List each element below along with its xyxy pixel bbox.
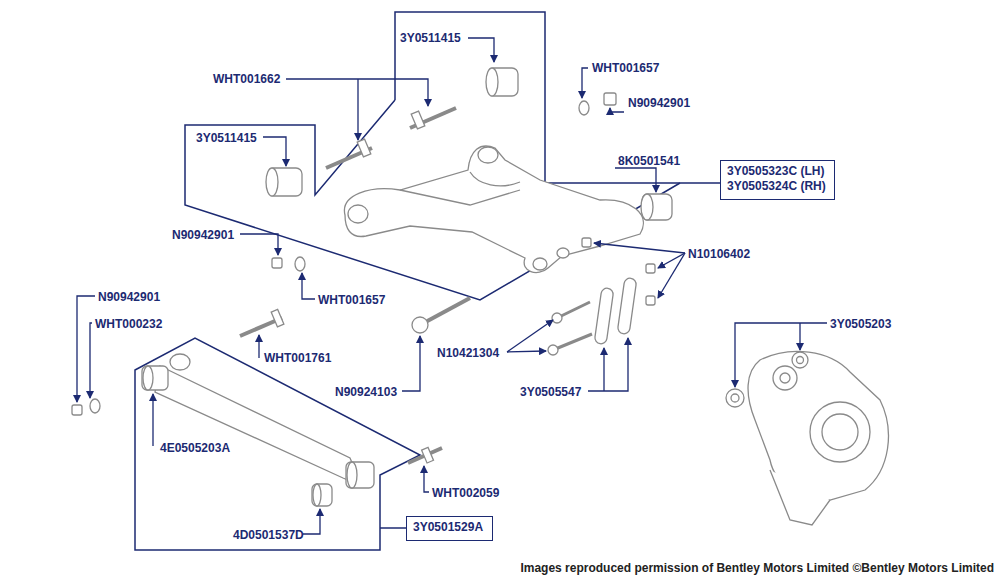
part-number: 8K0501541 — [618, 154, 680, 168]
part-number: N90942901 — [172, 228, 234, 242]
assembly-part-number: 3Y0505324C (RH) — [727, 179, 828, 194]
part-number: WHT001662 — [213, 72, 280, 86]
part-number: 4E0505203A — [160, 441, 230, 455]
part-number: N10421304 — [437, 346, 499, 360]
part-number: 3Y0511415 — [196, 131, 257, 145]
part-number: 3Y0505547 — [520, 385, 581, 399]
part-number: WHT001657 — [592, 61, 659, 75]
part-number: N90924103 — [335, 385, 397, 399]
part-number: 3Y0511415 — [400, 31, 461, 45]
group-outline — [135, 12, 720, 550]
assembly-part-box: 3Y0501529A — [406, 516, 493, 541]
copyright-caption: Images reproduced permission of Bentley … — [520, 561, 994, 575]
part-number: WHT001657 — [318, 293, 385, 307]
part-number: WHT000232 — [95, 317, 162, 331]
part-number: 3Y0505203 — [830, 317, 891, 331]
part-number: WHT001761 — [264, 351, 331, 365]
part-number: N10106402 — [688, 247, 750, 261]
part-drawing — [72, 68, 888, 525]
part-number: N90942901 — [98, 290, 160, 304]
part-number: N90942901 — [628, 96, 690, 110]
assembly-part-number: 3Y0505323C (LH) — [727, 164, 828, 179]
part-number: 4D0501537D — [233, 528, 304, 542]
assembly-part-box: 3Y0505323C (LH)3Y0505324C (RH) — [720, 160, 835, 200]
part-number: WHT002059 — [432, 486, 499, 500]
assembly-part-number: 3Y0501529A — [413, 520, 486, 535]
leader-line — [77, 38, 827, 534]
